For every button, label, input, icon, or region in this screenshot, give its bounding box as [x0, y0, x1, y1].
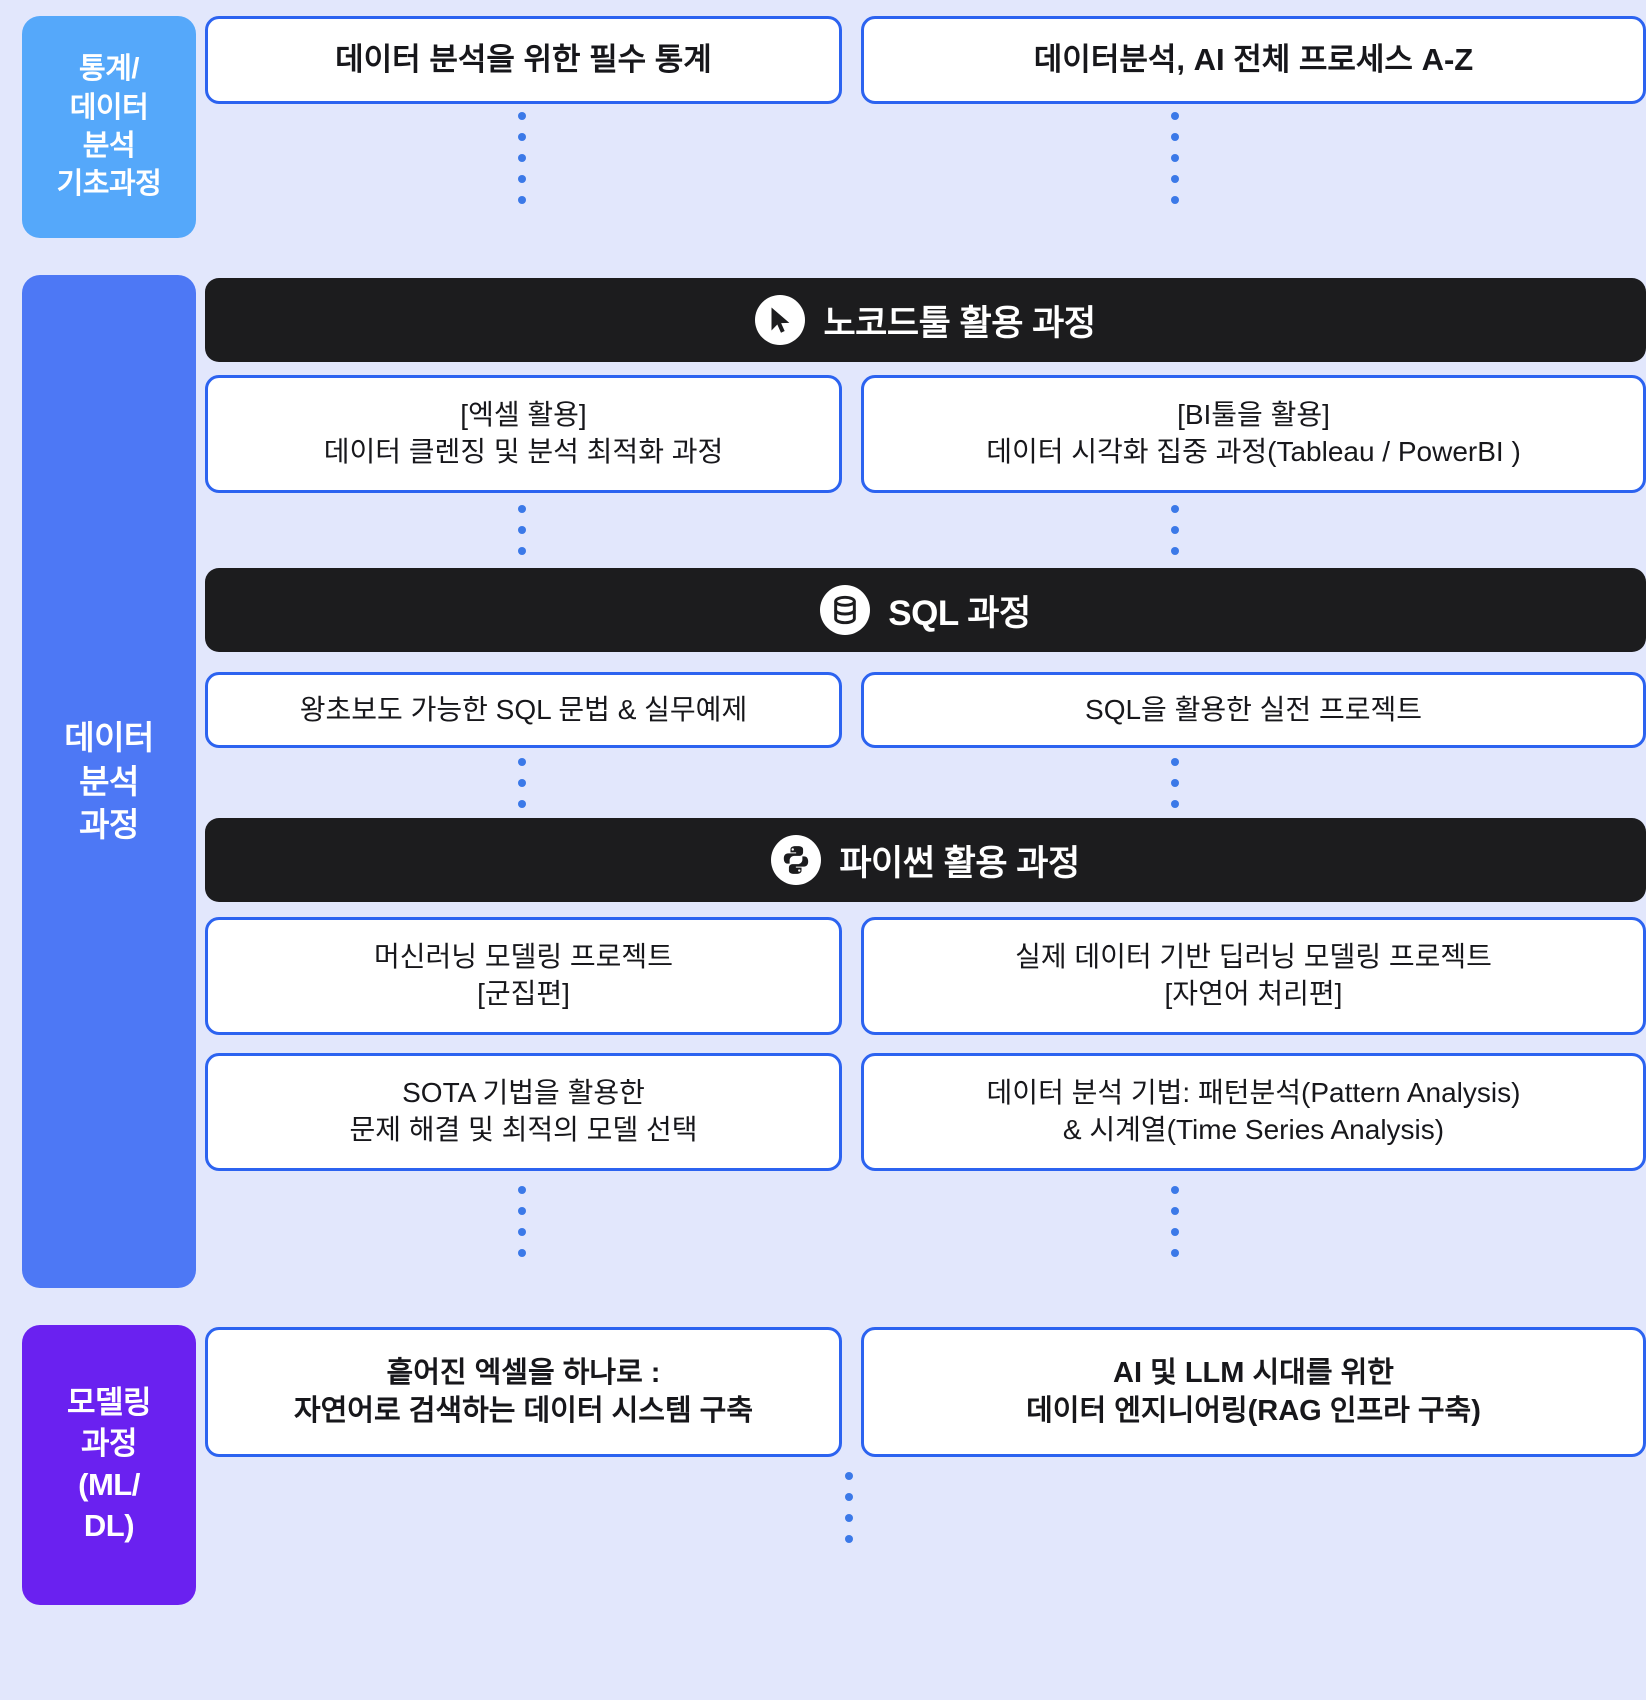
- course-card-label: 데이터 분석 기법: 패턴분석(Pattern Analysis) & 시계열(…: [986, 1077, 1521, 1145]
- course-card-sota[interactable]: SOTA 기법을 활용한 문제 해결 및 최적의 모델 선택: [205, 1053, 842, 1171]
- rail-modeling-text: 모델링 과정 (ML/ DL): [66, 1385, 152, 1543]
- section-title: 노코드툴 활용 과정: [823, 303, 1096, 343]
- course-card-dl-nlp[interactable]: 실제 데이터 기반 딥러닝 모델링 프로젝트 [자연어 처리편]: [861, 917, 1646, 1035]
- connector-dots: [518, 1186, 526, 1257]
- course-card-label: SOTA 기법을 활용한 문제 해결 및 최적의 모델 선택: [349, 1077, 698, 1145]
- connector-dots: [1171, 758, 1179, 808]
- connector-dots: [1171, 1186, 1179, 1257]
- course-card-label: 흩어진 엑셀을 하나로 : 자연어로 검색하는 데이터 시스템 구축: [293, 1356, 754, 1427]
- course-card-label: [BI툴을 활용] 데이터 시각화 집중 과정(Tableau / PowerB…: [986, 399, 1521, 467]
- course-card-label: 왕초보도 가능한 SQL 문법 & 실무예제: [299, 693, 748, 725]
- rail-label-basic-course: 통계/ 데이터 분석 기초과정: [22, 16, 196, 238]
- database-icon: [820, 585, 871, 635]
- python-icon: [771, 835, 822, 885]
- course-card-label: 데이터분석, AI 전체 프로세스 A-Z: [1033, 41, 1474, 77]
- connector-dots: [518, 112, 526, 204]
- course-card-excel[interactable]: [엑셀 활용] 데이터 클렌징 및 분석 최적화 과정: [205, 375, 842, 493]
- cursor-pointer-icon: [755, 295, 806, 345]
- course-card-ml-clustering[interactable]: 머신러닝 모델링 프로젝트 [군집편]: [205, 917, 842, 1035]
- rail-label-modeling-course: 모델링 과정 (ML/ DL): [22, 1325, 196, 1605]
- course-card-sql-project[interactable]: SQL을 활용한 실전 프로젝트: [861, 672, 1646, 748]
- connector-dots: [845, 1472, 853, 1543]
- section-header-sql: SQL 과정: [205, 568, 1646, 652]
- connector-dots: [518, 758, 526, 808]
- course-card-label: AI 및 LLM 시대를 위한 데이터 엔지니어링(RAG 인프라 구축): [1026, 1356, 1481, 1427]
- rail-basic-text: 통계/ 데이터 분석 기초과정: [56, 53, 162, 201]
- course-card-excel-unified-system[interactable]: 흩어진 엑셀을 하나로 : 자연어로 검색하는 데이터 시스템 구축: [205, 1327, 842, 1457]
- course-card-essential-statistics[interactable]: 데이터 분석을 위한 필수 통계: [205, 16, 842, 104]
- section-title: SQL 과정: [888, 593, 1031, 633]
- connector-dots: [1171, 505, 1179, 555]
- section-title: 파이썬 활용 과정: [839, 843, 1080, 883]
- course-card-sql-syntax[interactable]: 왕초보도 가능한 SQL 문법 & 실무예제: [205, 672, 842, 748]
- section-header-python: 파이썬 활용 과정: [205, 818, 1646, 902]
- section-header-nocode: 노코드툴 활용 과정: [205, 278, 1646, 362]
- connector-dots: [1171, 112, 1179, 204]
- rail-analysis-text: 데이터 분석 과정: [64, 719, 154, 844]
- connector-dots: [518, 505, 526, 555]
- course-card-data-analysis-ai-process[interactable]: 데이터분석, AI 전체 프로세스 A-Z: [861, 16, 1646, 104]
- course-card-pattern-timeseries[interactable]: 데이터 분석 기법: 패턴분석(Pattern Analysis) & 시계열(…: [861, 1053, 1646, 1171]
- course-card-label: [엑셀 활용] 데이터 클렌징 및 분석 최적화 과정: [323, 399, 724, 467]
- course-card-label: 실제 데이터 기반 딥러닝 모델링 프로젝트 [자연어 처리편]: [1015, 941, 1492, 1009]
- course-card-label: SQL을 활용한 실전 프로젝트: [1085, 693, 1422, 725]
- course-card-label: 머신러닝 모델링 프로젝트 [군집편]: [374, 941, 673, 1009]
- course-card-ai-llm-data-engineering[interactable]: AI 및 LLM 시대를 위한 데이터 엔지니어링(RAG 인프라 구축): [861, 1327, 1646, 1457]
- rail-label-data-analysis-course: 데이터 분석 과정: [22, 275, 196, 1288]
- course-card-label: 데이터 분석을 위한 필수 통계: [335, 41, 712, 77]
- course-card-bi-tool[interactable]: [BI툴을 활용] 데이터 시각화 집중 과정(Tableau / PowerB…: [861, 375, 1646, 493]
